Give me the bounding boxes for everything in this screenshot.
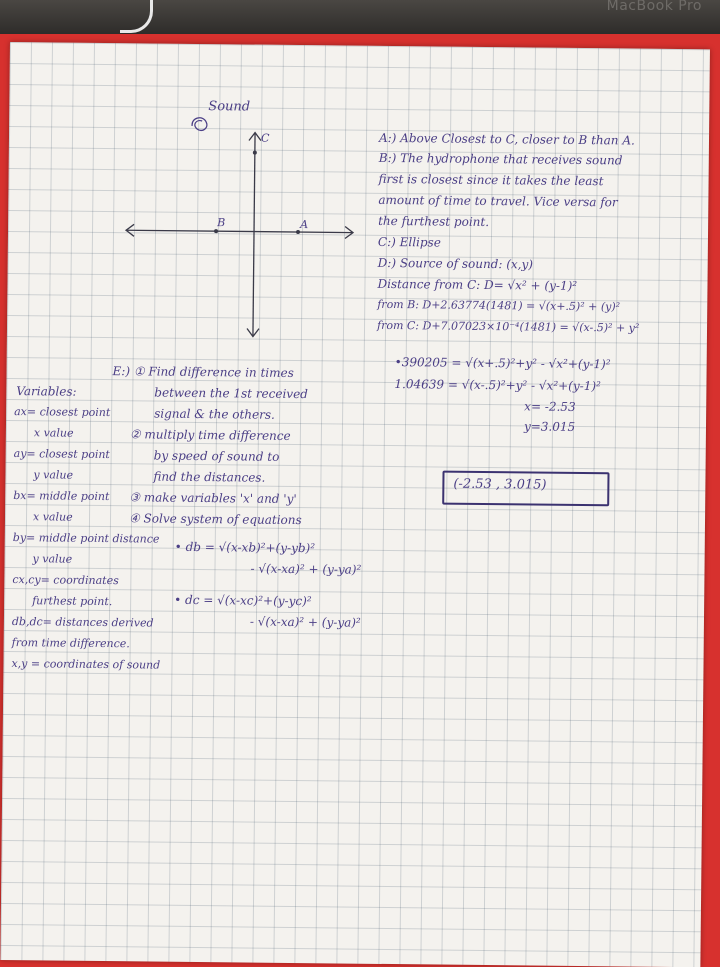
answer-d-line3: from B: D+2.63774(1481) = √(x+.5)² + (y)… [377, 299, 620, 313]
part-e-line2: between the 1st received [154, 387, 308, 401]
charging-cable [120, 0, 153, 33]
variable-ay-value: y value [33, 469, 73, 480]
y-axis-line [253, 133, 255, 337]
system-equation-1: •390205 = √(x+.5)²+y² - √x²+(y-1)² [395, 356, 611, 370]
answer-d-line4: from C: D+7.07023×10⁻⁴(1481) = √(x-.5)² … [377, 320, 639, 334]
answer-a: A:) Above Closest to C, closer to B than… [379, 132, 635, 147]
point-b-marker [214, 229, 218, 233]
laptop-brand-label: MacBook Pro [607, 0, 702, 14]
result-coordinates: (-2.53 , 3.015) [453, 478, 546, 492]
variable-dbdc-value: from time difference. [12, 637, 130, 649]
solution-x: x= -2.53 [524, 400, 576, 413]
part-e-line3: signal & the others. [154, 408, 275, 421]
variable-xy: x,y = coordinates of sound [11, 658, 160, 671]
variable-ax: ax= closest point [14, 406, 110, 418]
variable-bx-value: x value [33, 511, 73, 522]
answer-c: C:) Ellipse [378, 236, 441, 249]
sound-source-scribble [192, 118, 207, 131]
point-c-marker [253, 151, 257, 155]
equation-db: • db = √(x-xb)²+(y-yb)² [175, 541, 315, 554]
variable-by: by= middle point distance [13, 532, 160, 545]
point-c-label: C [261, 133, 270, 144]
equation-dc-term2: - √(x-xa)² + (y-ya)² [250, 616, 361, 629]
part-e-step2: ② multiply time difference [130, 428, 291, 442]
solution-y: y=3.015 [524, 420, 575, 433]
part-e-heading: E:) ① Find difference in times [112, 365, 293, 379]
part-e-step3: ③ make variables 'x' and 'y' [129, 491, 297, 505]
variable-dbdc: db,dc= distances derived [12, 616, 154, 628]
answer-b-line1: B:) The hydrophone that receives sound [379, 152, 623, 167]
variable-ax-value: x value [34, 427, 74, 438]
variable-cxcy-value: furthest point. [32, 595, 112, 607]
variable-ay: ay= closest point [14, 448, 110, 460]
point-b-label: B [217, 217, 225, 228]
answer-b-line2: first is closest since it takes the leas… [379, 173, 604, 187]
part-e-step4: ④ Solve system of equations [129, 512, 302, 526]
sound-label: Sound [208, 100, 250, 113]
notebook-page: Sound C B A A:) Above Closest to C, clos… [0, 42, 710, 967]
answer-b-line4: the furthest point. [378, 215, 489, 228]
answer-d-line1: D:) Source of sound: (x,y) [378, 257, 533, 271]
part-e-step2b: by speed of sound to [154, 450, 280, 463]
system-equation-2: 1.04639 = √(x-.5)²+y² - √x²+(y-1)² [394, 378, 601, 392]
point-a-label: A [300, 219, 308, 230]
variable-cxcy: cx,cy= coordinates [12, 574, 118, 586]
answer-d-line2: Distance from C: D= √x² + (y-1)² [377, 278, 577, 292]
variable-bx: bx= middle point [13, 490, 109, 502]
variables-heading: Variables: [16, 385, 76, 398]
equation-db-term2: - √(x-xa)² + (y-ya)² [250, 563, 361, 576]
laptop-edge: MacBook Pro [0, 0, 720, 34]
answer-b-line3: amount of time to travel. Vice versa for [378, 194, 617, 209]
part-e-step2c: find the distances. [153, 471, 265, 484]
variable-by-value: y value [33, 553, 73, 564]
x-axis-line [126, 230, 353, 232]
equation-dc: • dc = √(x-xc)²+(y-yc)² [174, 594, 312, 607]
